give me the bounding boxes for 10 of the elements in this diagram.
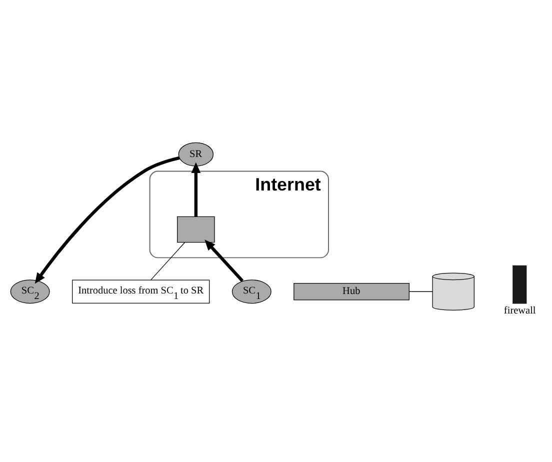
arrow	[204, 239, 244, 282]
connector	[150, 242, 186, 280]
node-box	[177, 216, 215, 242]
arrow	[34, 156, 180, 284]
arrow	[191, 162, 201, 216]
node-label: firewall	[504, 304, 536, 316]
node-ellipse: SR	[178, 142, 214, 166]
node-bar	[512, 264, 527, 304]
connector	[408, 290, 433, 292]
node-box: Hub	[294, 282, 410, 300]
